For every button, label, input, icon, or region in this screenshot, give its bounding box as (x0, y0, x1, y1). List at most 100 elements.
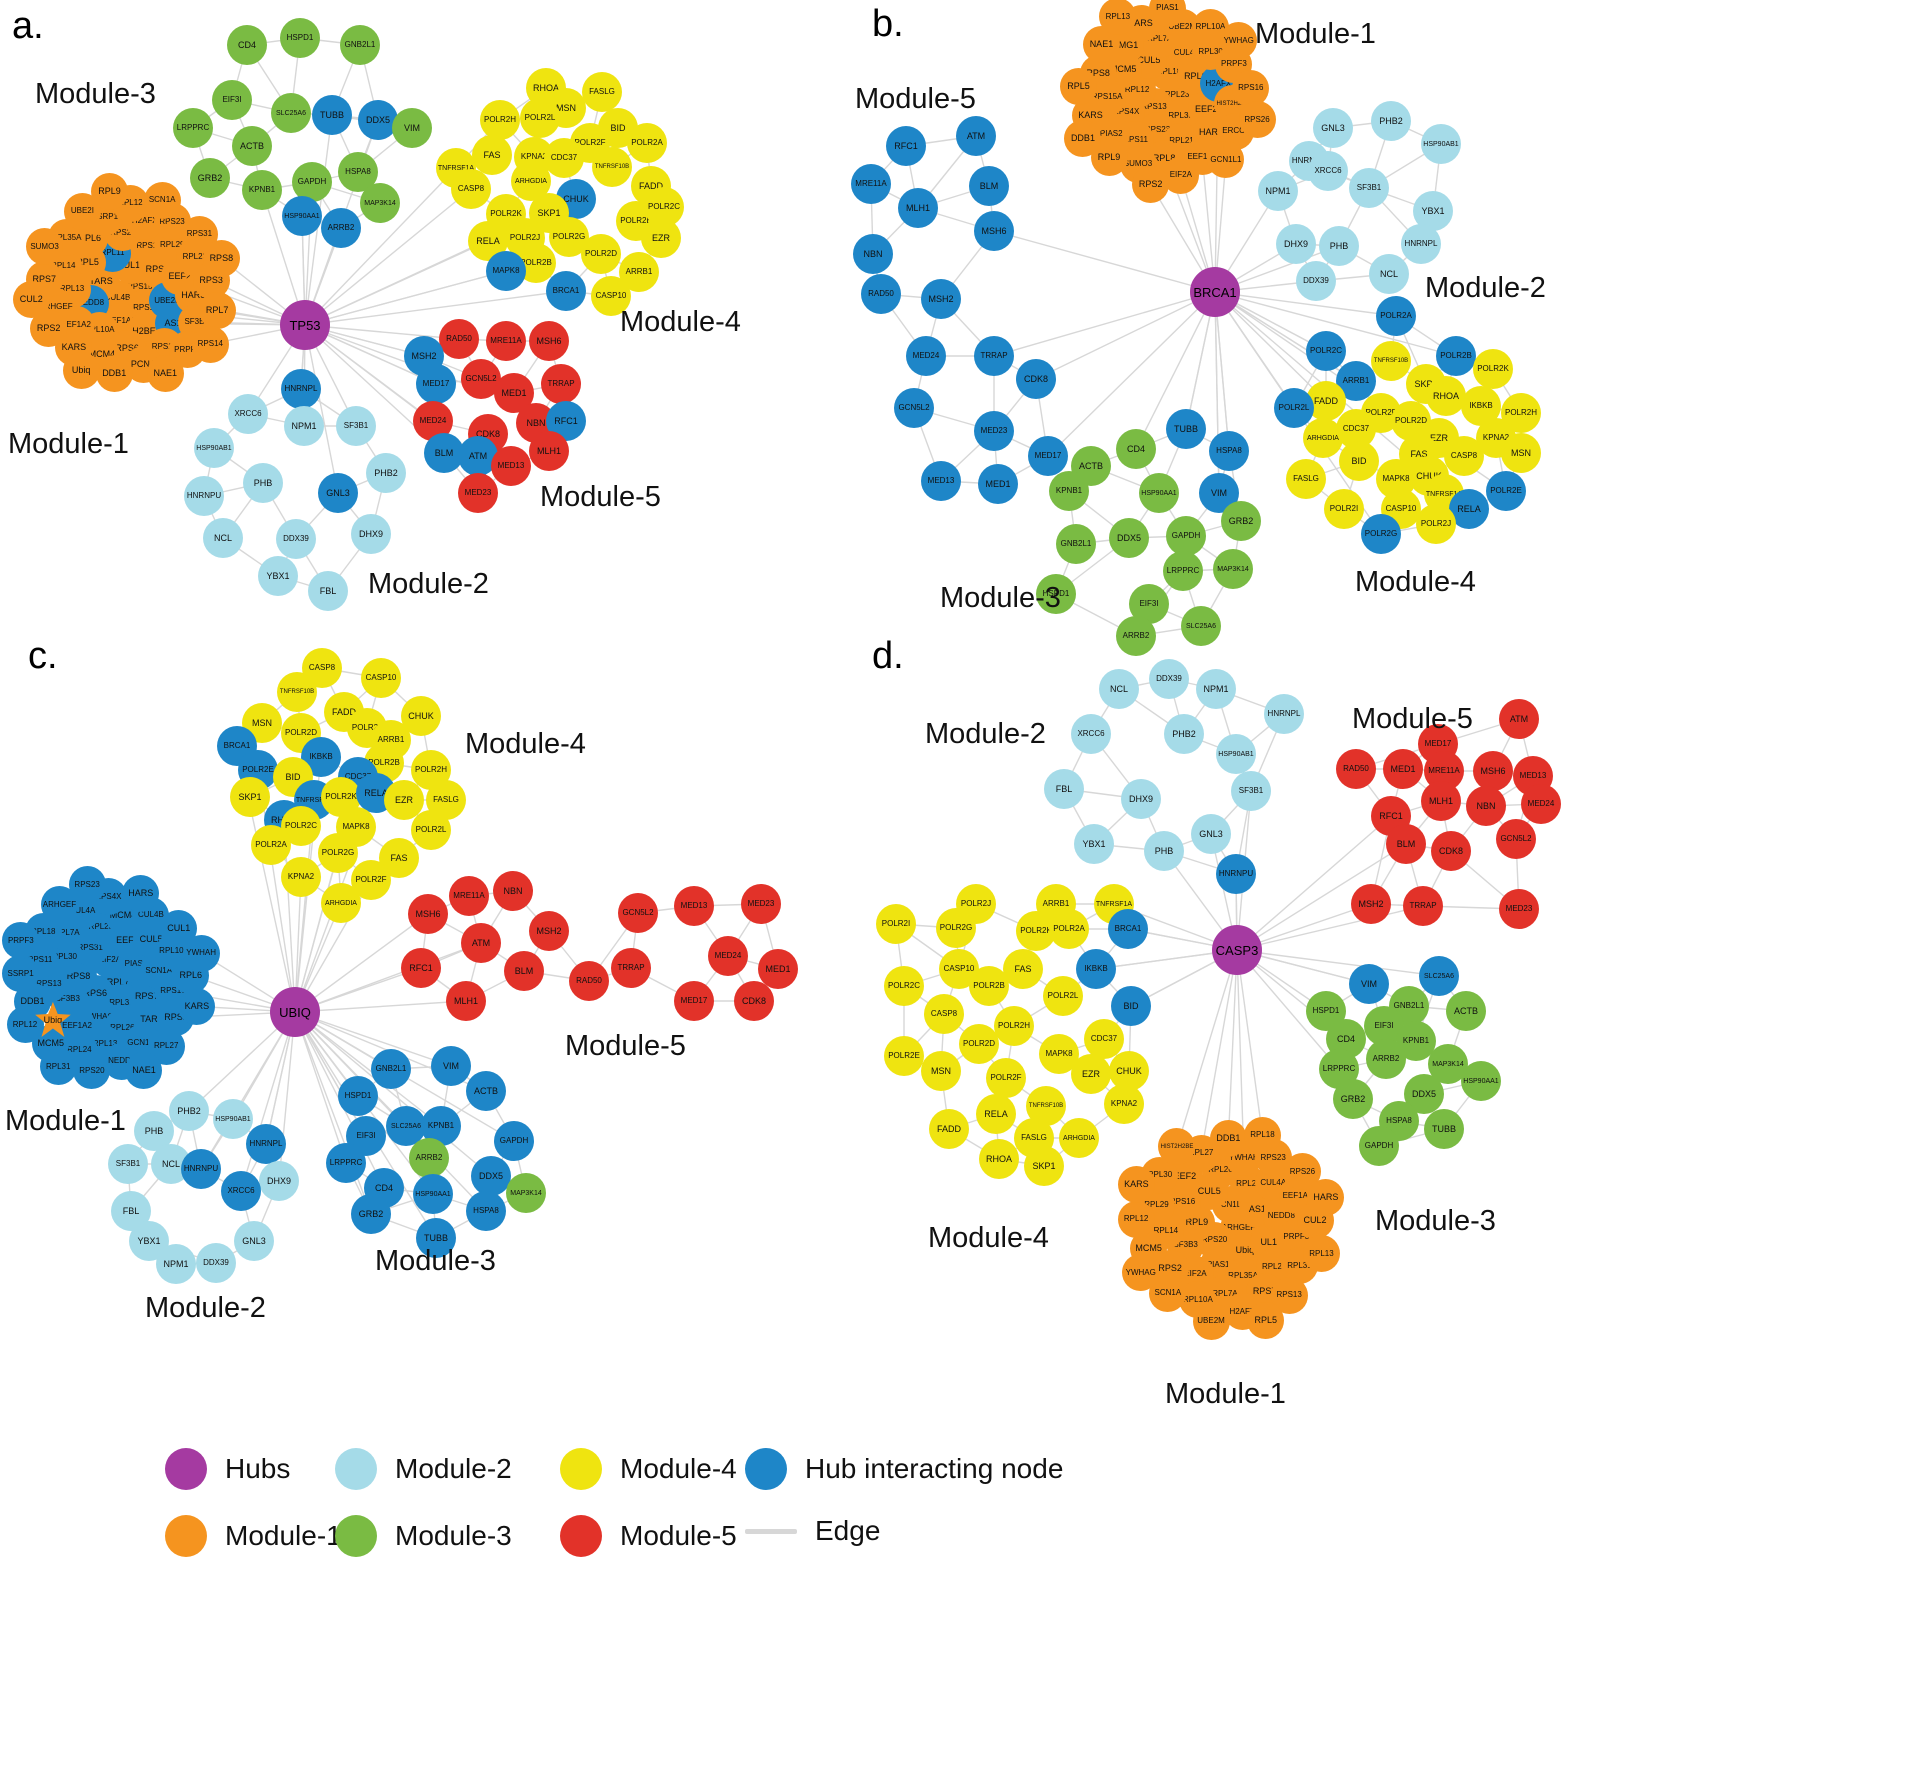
node-polr2j[interactable]: POLR2J (956, 884, 996, 924)
node-polr2a[interactable]: POLR2A (251, 825, 291, 865)
node-med13[interactable]: MED13 (921, 461, 961, 501)
node-ddx5[interactable]: DDX5 (1109, 518, 1149, 558)
node-fbl[interactable]: FBL (1044, 769, 1084, 809)
node-med13[interactable]: MED13 (674, 886, 714, 926)
node-vim[interactable]: VIM (431, 1046, 471, 1086)
node-faslg[interactable]: FASLG (426, 780, 466, 820)
node-map3k14[interactable]: MAP3K14 (506, 1173, 546, 1213)
node-ddx5[interactable]: DDX5 (358, 100, 398, 140)
node-npm1[interactable]: NPM1 (1196, 669, 1236, 709)
node-actb[interactable]: ACTB (1071, 446, 1111, 486)
node-grb2[interactable]: GRB2 (1333, 1079, 1373, 1119)
node-polr2c[interactable]: POLR2C (884, 966, 924, 1006)
node-trrap[interactable]: TRRAP (541, 364, 581, 404)
node-med24[interactable]: MED24 (708, 936, 748, 976)
node-vim[interactable]: VIM (392, 108, 432, 148)
node-map3k14[interactable]: MAP3K14 (1213, 549, 1253, 589)
node-sf3b1[interactable]: SF3B1 (108, 1144, 148, 1184)
node-polr2g[interactable]: POLR2G (318, 833, 358, 873)
node-polr2d[interactable]: POLR2D (959, 1024, 999, 1064)
node-sf3b1[interactable]: SF3B1 (1349, 168, 1389, 208)
node-xrcc6[interactable]: XRCC6 (221, 1171, 261, 1211)
node-polr2g[interactable]: POLR2G (1361, 514, 1401, 554)
node-msh6[interactable]: MSH6 (408, 894, 448, 934)
node-lrpprc[interactable]: LRPPRC (1319, 1049, 1359, 1089)
node-med1[interactable]: MED1 (758, 949, 798, 989)
node-mlh1[interactable]: MLH1 (446, 981, 486, 1021)
node-trrap[interactable]: TRRAP (974, 336, 1014, 376)
node-med1[interactable]: MED1 (1383, 749, 1423, 789)
node-hspd1[interactable]: HSPD1 (338, 1076, 378, 1116)
node-hsp90ab1[interactable]: HSP90AB1 (213, 1099, 253, 1139)
node-cdk8[interactable]: CDK8 (1016, 359, 1056, 399)
node-ddx39[interactable]: DDX39 (1149, 659, 1189, 699)
node-prpf3[interactable]: PRPF3 (2, 922, 40, 960)
node-phb[interactable]: PHB (1144, 831, 1184, 871)
node-rpl18[interactable]: RPL18 (1243, 1116, 1281, 1154)
node-polr2i[interactable]: POLR2I (1324, 489, 1364, 529)
node-ddb1[interactable]: DDB1 (1064, 119, 1102, 157)
node-polr2a[interactable]: POLR2A (1376, 296, 1416, 336)
node-arrb2[interactable]: ARRB2 (1366, 1039, 1406, 1079)
node-hsp90aa1[interactable]: HSP90AA1 (1461, 1061, 1501, 1101)
node-ddx39[interactable]: DDX39 (196, 1243, 236, 1283)
node-gcn5l2[interactable]: GCN5L2 (1496, 819, 1536, 859)
node-sf3b1[interactable]: SF3B1 (1231, 771, 1271, 811)
node-rps8[interactable]: RPS8 (202, 240, 240, 278)
node-gnl3[interactable]: GNL3 (234, 1221, 274, 1261)
node-gcn5l2[interactable]: GCN5L2 (894, 388, 934, 428)
node-vim[interactable]: VIM (1349, 964, 1389, 1004)
node-nae1[interactable]: NAE1 (146, 355, 184, 393)
node-skp1[interactable]: SKP1 (230, 777, 270, 817)
node-ezr[interactable]: EZR (1071, 1054, 1111, 1094)
node-rps23[interactable]: RPS23 (68, 866, 106, 904)
node-map3k14[interactable]: MAP3K14 (360, 183, 400, 223)
node-ddx39[interactable]: DDX39 (276, 519, 316, 559)
node-kars[interactable]: KARS (1117, 1166, 1155, 1204)
node-ywhag[interactable]: YWHAG (1122, 1254, 1160, 1292)
node-blm[interactable]: BLM (1386, 824, 1426, 864)
node-msn[interactable]: MSN (1501, 433, 1541, 473)
hub-ubiq[interactable]: UBIQ (270, 987, 320, 1037)
node-slc25a6[interactable]: SLC25A6 (1181, 606, 1221, 646)
node-rps16[interactable]: RPS16 (1232, 69, 1270, 107)
node-hnrnpl[interactable]: HNRNPL (1401, 224, 1441, 264)
node-hsp90aa1[interactable]: HSP90AA1 (1139, 473, 1179, 513)
node-tubb[interactable]: TUBB (416, 1218, 456, 1258)
node-polr2l[interactable]: POLR2L (1043, 976, 1083, 1016)
node-ddb1[interactable]: DDB1 (1209, 1119, 1247, 1157)
node-cul2[interactable]: CUL2 (12, 280, 50, 318)
node-msh6[interactable]: MSH6 (1473, 751, 1513, 791)
node-phb2[interactable]: PHB2 (169, 1091, 209, 1131)
node-skp1[interactable]: SKP1 (1024, 1146, 1064, 1186)
node-rpl5[interactable]: RPL5 (1060, 68, 1097, 106)
node-ncl[interactable]: NCL (203, 518, 243, 558)
node-fas[interactable]: FAS (1003, 949, 1043, 989)
node-tnfrsf10b[interactable]: TNFRSF10B (277, 672, 317, 712)
node-dhx9[interactable]: DHX9 (1276, 224, 1316, 264)
node-cd4[interactable]: CD4 (1116, 429, 1156, 469)
node-polr2c[interactable]: POLR2C (1306, 331, 1346, 371)
node-hspa8[interactable]: HSPA8 (1209, 431, 1249, 471)
node-rpl12[interactable]: RPL12 (6, 1006, 44, 1044)
node-hars[interactable]: HARS (122, 875, 160, 913)
node-gnl3[interactable]: GNL3 (318, 473, 358, 513)
node-hnrnpu[interactable]: HNRNPU (181, 1149, 221, 1189)
node-blm[interactable]: BLM (424, 433, 464, 473)
node-atm[interactable]: ATM (956, 116, 996, 156)
node-fas[interactable]: FAS (472, 135, 512, 175)
node-actb[interactable]: ACTB (232, 126, 272, 166)
node-nae1[interactable]: NAE1 (125, 1051, 163, 1089)
node-polr2h[interactable]: POLR2H (480, 100, 520, 140)
node-hnrnpu[interactable]: HNRNPU (184, 476, 224, 516)
node-med1[interactable]: MED1 (978, 464, 1018, 504)
node-cdk8[interactable]: CDK8 (734, 981, 774, 1021)
node-slc25a6[interactable]: SLC25A6 (271, 93, 311, 133)
node-hist2h2be[interactable]: HIST2H2BE (1158, 1128, 1196, 1166)
node-arrb2[interactable]: ARRB2 (1116, 616, 1156, 656)
node-ssrp1[interactable]: SSRP1 (2, 955, 40, 993)
node-kpnb1[interactable]: KPNB1 (1049, 471, 1089, 511)
node-polr2g[interactable]: POLR2G (549, 217, 589, 257)
node-polr2h[interactable]: POLR2H (994, 1006, 1034, 1046)
node-mre11a[interactable]: MRE11A (486, 321, 526, 361)
